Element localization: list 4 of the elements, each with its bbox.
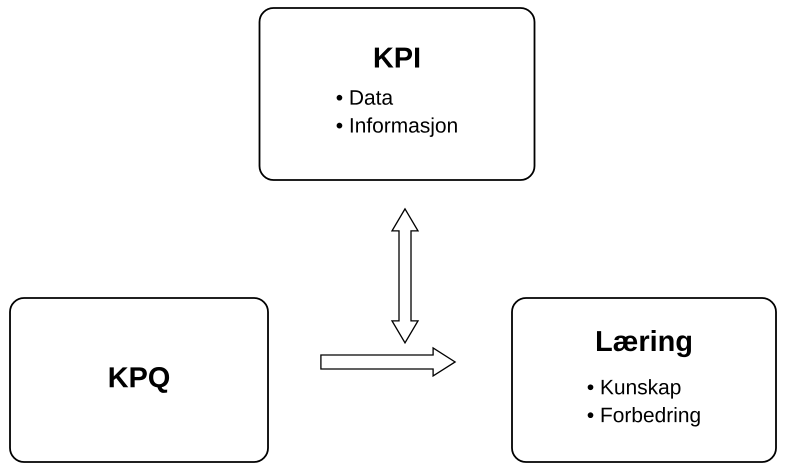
rounded-box: KPI • Data • Informasjon (258, 7, 536, 181)
rounded-box: Læring • Kunskap • Forbedring (511, 297, 777, 463)
rounded-box: KPQ (9, 297, 269, 463)
block-arrow (320, 346, 456, 378)
